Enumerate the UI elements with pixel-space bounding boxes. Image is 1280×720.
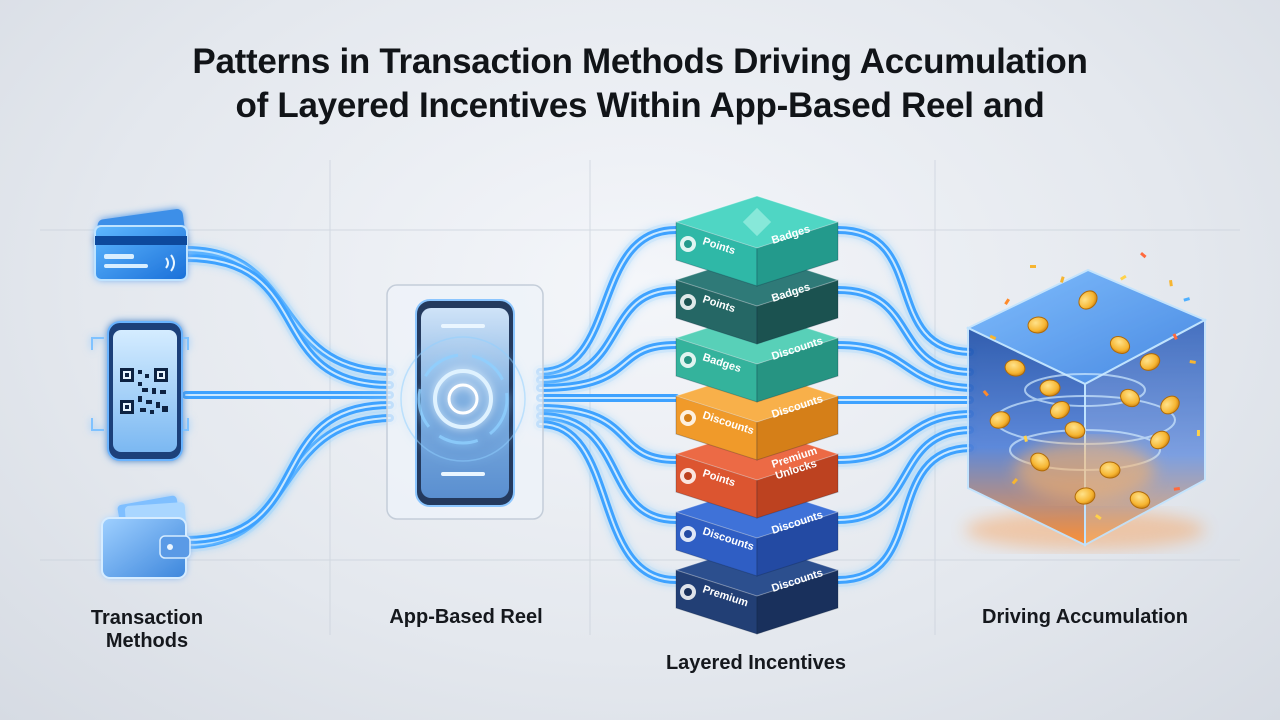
flow-tube [179, 251, 397, 392]
accumulation-cube [965, 251, 1208, 550]
coin-icon [989, 411, 1011, 429]
confetti-piece [1189, 359, 1196, 364]
coin-icon [1049, 400, 1071, 420]
confetti-piece [982, 389, 989, 397]
flow-tube [831, 283, 977, 379]
flow-tube [533, 401, 683, 467]
confetti-piece [1183, 297, 1190, 302]
coin-icon [1039, 379, 1061, 397]
confetti-piece [1172, 333, 1178, 341]
transaction-methods-label: Transaction Methods [72, 607, 222, 653]
credit-card-icon [94, 209, 189, 281]
flow-tube [831, 338, 977, 395]
confetti-piece [1011, 477, 1018, 485]
confetti-piece [989, 334, 997, 340]
confetti-piece [1030, 265, 1036, 268]
flow-tube [533, 223, 683, 379]
coin-icon [1074, 487, 1096, 505]
coin-icon [1160, 395, 1180, 415]
transaction-methods-label-line-1: Transaction [90, 607, 204, 629]
transaction-methods-label-line-2: Methods [105, 630, 189, 652]
coin-icon [1139, 353, 1161, 371]
app-based-reel-device [386, 284, 544, 520]
flow-tube [533, 409, 683, 527]
stack-top-emblem-icon [742, 207, 772, 237]
confetti-piece [1060, 276, 1065, 283]
flow-connectors [179, 223, 977, 587]
confetti-piece [1196, 429, 1201, 436]
wallet-icon [101, 495, 191, 579]
confetti-piece [1173, 487, 1180, 491]
confetti-piece [1120, 274, 1127, 281]
coin-icon [1150, 430, 1170, 450]
coin-icon [1109, 335, 1131, 355]
confetti-piece [1095, 514, 1102, 520]
confetti-piece [1140, 251, 1147, 259]
coin-icon [1004, 359, 1026, 377]
coin-icon [1129, 491, 1151, 509]
diagram-title: Patterns in Transaction Methods Driving … [0, 40, 1280, 128]
incentive-right-label: PremiumUnlocks [770, 445, 822, 482]
flow-tube [533, 283, 683, 387]
confetti-piece [1004, 298, 1011, 306]
title-line-2: of Layered Incentives Within App-Based R… [235, 86, 1045, 125]
coin-icon [1078, 290, 1098, 310]
layered-incentives-label: Layered Incentives [665, 652, 847, 674]
flow-tube [831, 423, 977, 527]
confetti-piece [1169, 280, 1173, 287]
coin-icon [1120, 388, 1140, 408]
coin-particles [982, 251, 1201, 520]
coin-icon [1064, 421, 1086, 439]
incentive-stack: PremiumDiscountsDiscountsDiscountsPoints… [674, 195, 840, 635]
coin-icon [1030, 452, 1050, 472]
flow-tube [831, 407, 977, 467]
qr-phone-icon [91, 321, 189, 461]
app-based-reel-label: App-Based Reel [389, 606, 543, 628]
coin-icon [1027, 316, 1049, 334]
flow-tube [533, 338, 683, 395]
flow-tube [831, 223, 977, 359]
driving-accumulation-label: Driving Accumulation [982, 606, 1188, 628]
coin-icon [1099, 461, 1121, 479]
flow-tube [179, 398, 397, 547]
flow-tube [831, 441, 977, 587]
flow-tube [533, 417, 683, 587]
title-line-1: Patterns in Transaction Methods Driving … [192, 42, 1088, 81]
